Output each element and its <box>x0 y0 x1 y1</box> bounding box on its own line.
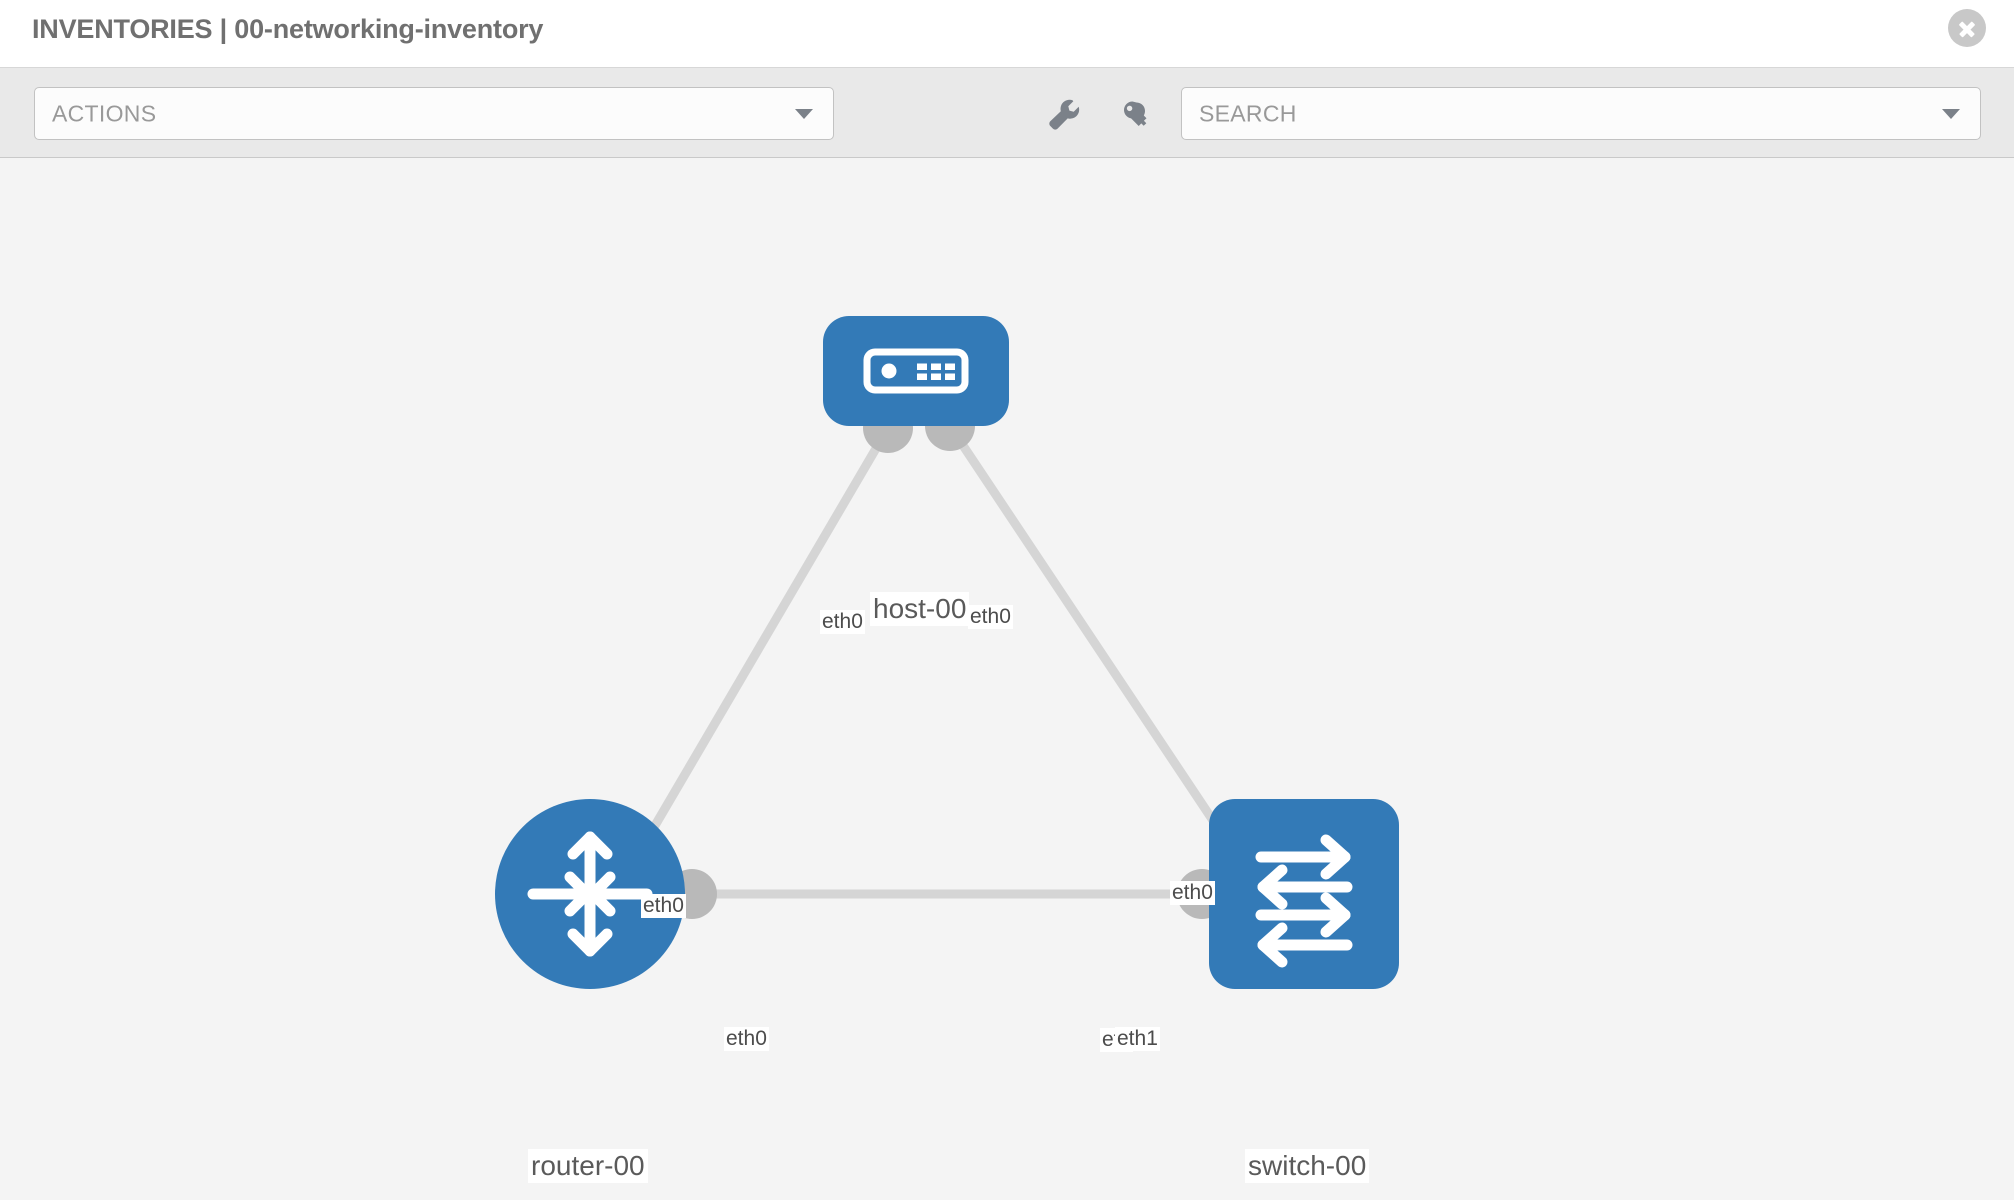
server-icon <box>863 348 969 394</box>
iface-label-host-eth0-left: eth0 <box>820 610 865 634</box>
close-icon[interactable] <box>1948 9 1986 47</box>
iface-label-switch-eth1: eth1 <box>1115 1027 1160 1051</box>
switch-arrows-icon <box>1255 834 1353 968</box>
edge-host-router[interactable] <box>632 425 892 861</box>
actions-dropdown[interactable]: ACTIONS <box>34 87 834 140</box>
router-arrows-icon <box>527 831 653 957</box>
topology-edges <box>611 401 1263 919</box>
actions-dropdown-label: ACTIONS <box>52 100 157 126</box>
iface-label-switch-eth0-up: eth0 <box>1170 881 1215 905</box>
node-label-router-00: router-00 <box>528 1149 648 1183</box>
search-placeholder: SEARCH <box>1199 100 1297 126</box>
chevron-down-icon <box>1942 108 1960 119</box>
page-header: INVENTORIES | 00-networking-inventory <box>0 0 2014 68</box>
node-label-switch-00: switch-00 <box>1245 1149 1370 1183</box>
node-label-host-00: host-00 <box>870 592 970 626</box>
chevron-down-icon <box>795 108 813 119</box>
wrench-icon[interactable] <box>1045 96 1083 134</box>
toolbar: ACTIONS SEARCH <box>0 68 2014 158</box>
search-input[interactable]: SEARCH <box>1181 87 1981 140</box>
node-host-00[interactable] <box>823 316 1009 426</box>
page-title: INVENTORIES | 00-networking-inventory <box>32 14 544 44</box>
iface-label-router-eth0-right: eth0 <box>724 1027 769 1051</box>
key-icon[interactable] <box>1117 96 1155 134</box>
node-switch-00[interactable] <box>1209 799 1399 989</box>
iface-label-host-eth0-right: eth0 <box>968 605 1013 629</box>
topology-canvas[interactable]: eth0 host-00 eth0 eth0 eth0 eth0 eth eth… <box>0 158 2014 1200</box>
iface-label-router-eth0-up: eth0 <box>641 894 686 918</box>
edge-host-switch[interactable] <box>946 423 1242 861</box>
